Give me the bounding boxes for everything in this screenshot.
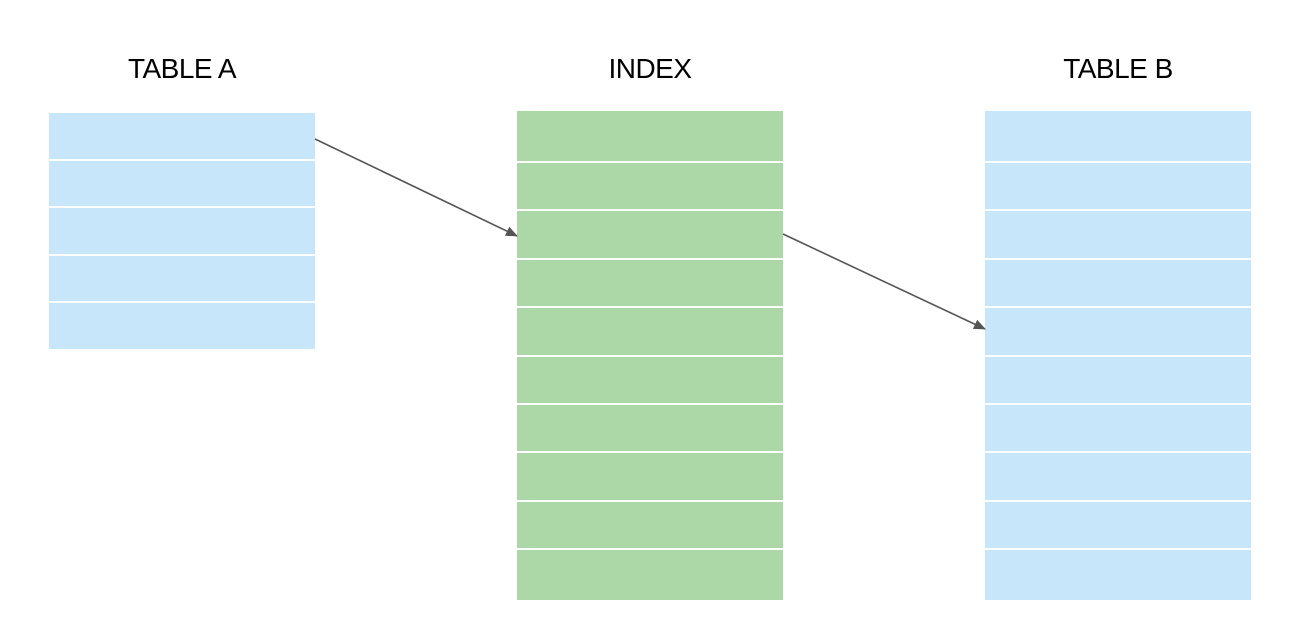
table-b-row: [985, 111, 1251, 161]
index-row: [517, 453, 783, 500]
table-b-row: [985, 453, 1251, 500]
table-a-row: [49, 160, 315, 206]
table-b-row: [985, 308, 1251, 355]
table-b-row: [985, 550, 1251, 601]
table-b-row: [985, 211, 1251, 258]
index-title: INDEX: [608, 53, 692, 84]
index-row: [517, 111, 783, 161]
table-a-row: [49, 113, 315, 159]
table-b-row: [985, 356, 1251, 403]
index-row: [517, 259, 783, 307]
table-b-row: [985, 501, 1251, 549]
index-row: [517, 211, 783, 258]
index-table: [517, 111, 783, 601]
table-b-row: [985, 163, 1251, 210]
table-a-row: [49, 255, 315, 301]
index-row: [517, 356, 783, 403]
index-row: [517, 163, 783, 210]
arrow-index-to-table-b: [782, 233, 986, 330]
index-row: [517, 501, 783, 549]
table-a: [49, 113, 315, 349]
index-row: [517, 404, 783, 452]
table-b-row: [985, 259, 1251, 307]
table-b-title: TABLE B: [1063, 53, 1173, 84]
table-b-row: [985, 404, 1251, 452]
index-row: [517, 550, 783, 601]
table-b: [985, 111, 1251, 601]
table-a-row: [49, 208, 315, 254]
index-row: [517, 308, 783, 355]
arrow-table-a-to-index: [314, 138, 518, 237]
table-a-row: [49, 303, 315, 349]
table-a-title: TABLE A: [127, 53, 237, 84]
